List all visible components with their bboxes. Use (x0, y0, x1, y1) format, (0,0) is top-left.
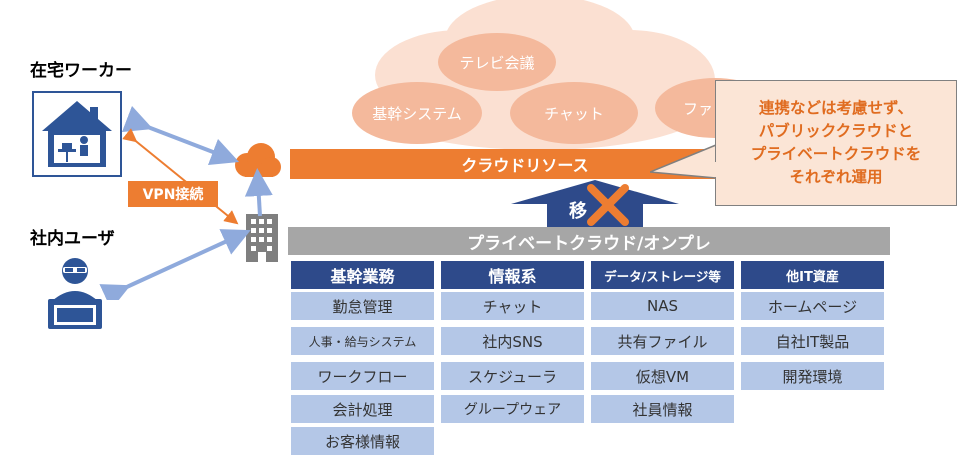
callout-line: パブリッククラウドと (758, 121, 914, 140)
list-item: NAS (591, 292, 734, 320)
callout-box: 連携などは考慮せず、 パブリッククラウドと プライベートクラウドを それぞれ運用 (715, 80, 957, 206)
cross-icon (587, 184, 629, 226)
column-header-core: 基幹業務 (291, 261, 434, 289)
service-core-system: 基幹システム (352, 82, 482, 144)
connection-arrows (99, 105, 273, 300)
list-item: 自社IT製品 (741, 327, 884, 355)
service-label: ファ (683, 99, 714, 118)
list-item: スケジューラ (441, 362, 584, 390)
column-header-label: 他IT資産 (786, 269, 839, 285)
migration-arrow (511, 180, 679, 230)
home-worker-label: 在宅ワーカー (30, 61, 132, 81)
office-user-label: 社内ユーザ (30, 229, 115, 249)
list-item: お客様情報 (291, 427, 434, 455)
column-header-label: データ/ストレージ等 (604, 268, 721, 284)
list-item: 社員情報 (591, 395, 734, 423)
list-item: ワークフロー (291, 362, 434, 390)
private-cloud-label: プライベートクラウド/オンプレ (467, 233, 711, 254)
list-item: 開発環境 (741, 362, 884, 390)
service-chat: チャット (510, 82, 638, 144)
callout-line: それぞれ運用 (789, 168, 883, 187)
column-header-other-it: 他IT資産 (741, 261, 884, 289)
column-header-label: 情報系 (488, 267, 537, 286)
list-item: 人事・給与システム (291, 327, 434, 355)
private-cloud-bar: プライベートクラウド/オンプレ (288, 227, 890, 255)
column-header-label: 基幹業務 (330, 267, 395, 286)
list-item: 勤怠管理 (291, 292, 434, 320)
list-item: 社内SNS (441, 327, 584, 355)
service-label: 基幹システム (372, 104, 462, 123)
list-item: 仮想VM (591, 362, 734, 390)
service-label: テレビ会議 (459, 53, 535, 72)
service-tv-conference: テレビ会議 (438, 33, 556, 91)
office-user-icon (48, 258, 102, 329)
list-item: 共有ファイル (591, 327, 734, 355)
vpn-badge: VPN接続 (128, 181, 218, 207)
column-header-data: データ/ストレージ等 (591, 261, 734, 289)
migration-label: 移 (569, 201, 587, 222)
column-header-info: 情報系 (441, 261, 584, 289)
office-building-icon (246, 214, 278, 262)
list-item: チャット (441, 292, 584, 320)
list-item: 会計処理 (291, 395, 434, 423)
list-item: ホームページ (741, 292, 884, 320)
cloud-resource-label: クラウドリソース (461, 156, 589, 175)
callout-join (714, 162, 718, 177)
list-item: グループウェア (441, 395, 584, 423)
home-worker-icon (32, 91, 122, 177)
vpn-label: VPN接続 (142, 187, 204, 203)
callout-line: プライベートクラウドを (750, 145, 922, 163)
service-label: チャット (544, 104, 604, 123)
callout-line: 連携などは考慮せず、 (759, 98, 913, 117)
